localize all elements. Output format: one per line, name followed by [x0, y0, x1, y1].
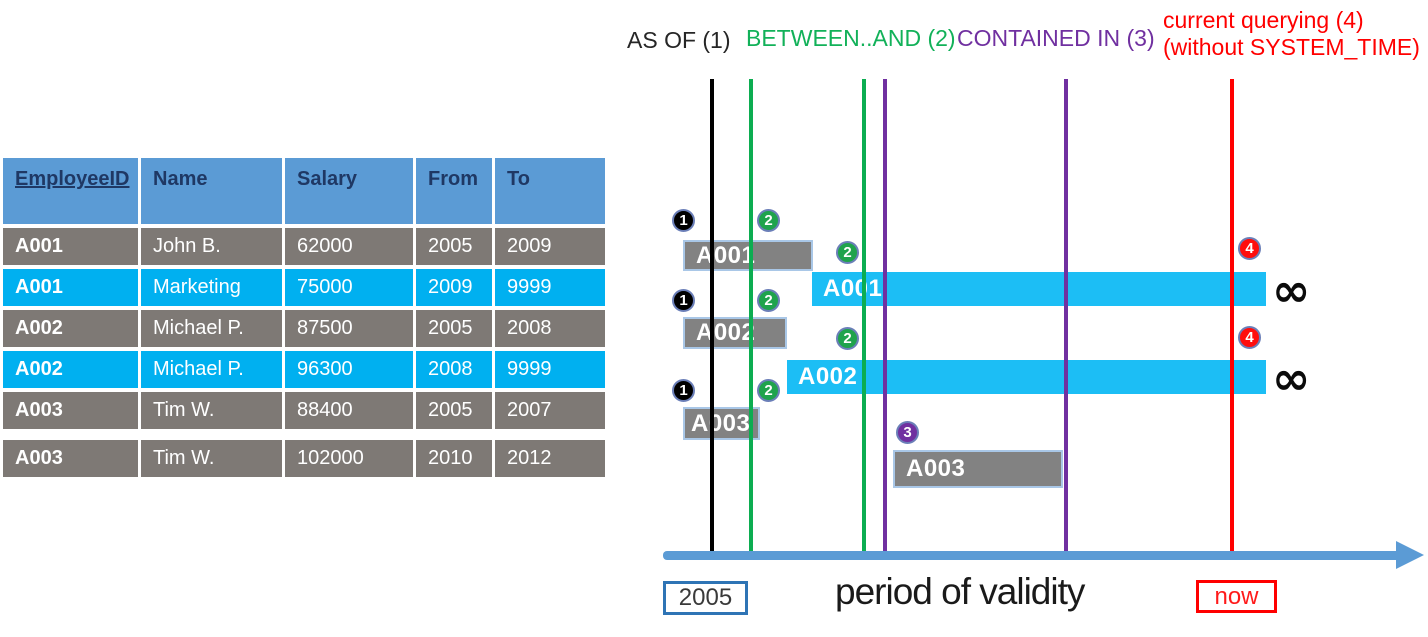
contained-end-line: [1064, 79, 1068, 558]
table-cell: 96300: [285, 351, 413, 388]
table-cell: A002: [3, 351, 138, 388]
bar-label: A003: [906, 455, 966, 482]
column-header-from: From: [416, 158, 492, 224]
as-of-line: [710, 79, 714, 558]
employee-table: EmployeeID Name Salary From To A001 John…: [3, 158, 605, 481]
table-cell: 75000: [285, 269, 413, 306]
badge-2-a003-history: 2: [757, 379, 780, 402]
badge-2-a002-history: 2: [757, 289, 780, 312]
table-cell: 2012: [495, 440, 605, 477]
table-cell: Michael P.: [141, 351, 282, 388]
contained-start-line: [883, 79, 887, 558]
table-cell: A001: [3, 228, 138, 265]
table-row: A003 Tim W. 88400 2005 2007: [3, 392, 605, 429]
badge-4-a001: 4: [1238, 237, 1261, 260]
table-cell: 9999: [495, 269, 605, 306]
bar-a002-history: A002: [683, 317, 787, 349]
table-cell: 2009: [416, 269, 492, 306]
table-cell: Michael P.: [141, 310, 282, 347]
table-cell: 2005: [416, 392, 492, 429]
badge-1-a001: 1: [672, 209, 695, 232]
bar-a002-current: A002: [787, 360, 1266, 394]
table-cell: 2005: [416, 228, 492, 265]
legend-as-of: AS OF (1): [627, 27, 731, 53]
column-header-to: To: [495, 158, 605, 224]
infinity-icon: ∞: [1272, 351, 1311, 405]
table-row-current: A002 Michael P. 96300 2008 9999: [3, 351, 605, 388]
bar-label: A002: [696, 319, 756, 346]
column-header-employeeid: EmployeeID: [3, 158, 138, 224]
table-cell: Tim W.: [141, 392, 282, 429]
legend-current-querying: current querying (4) (without SYSTEM_TIM…: [1163, 7, 1420, 60]
bar-label: A003: [691, 409, 751, 437]
badge-4-a002: 4: [1238, 326, 1261, 349]
table-cell: 2008: [416, 351, 492, 388]
table-cell: 2009: [495, 228, 605, 265]
bar-a001-history: A001: [683, 240, 813, 271]
table-cell: A003: [3, 392, 138, 429]
legend-between-and: BETWEEN..AND (2): [746, 25, 956, 51]
table-cell: John B.: [141, 228, 282, 265]
axis-now-marker: now: [1196, 580, 1277, 613]
axis-start-year: 2005: [663, 581, 748, 615]
table-header-row: EmployeeID Name Salary From To: [3, 158, 605, 224]
bar-label: A001: [823, 275, 883, 302]
between-end-line: [862, 79, 866, 558]
table-cell: 9999: [495, 351, 605, 388]
time-axis: [663, 551, 1400, 560]
table-row: A001 John B. 62000 2005 2009: [3, 228, 605, 265]
bar-label: A002: [798, 363, 858, 390]
legend-contained-in: CONTAINED IN (3): [957, 25, 1155, 51]
axis-title: period of validity: [835, 571, 1085, 612]
badge-2-a001-history: 2: [757, 209, 780, 232]
now-line: [1230, 79, 1234, 558]
column-header-name: Name: [141, 158, 282, 224]
table-row: A003 Tim W. 102000 2010 2012: [3, 440, 605, 477]
table-cell: 62000: [285, 228, 413, 265]
table-row: A002 Michael P. 87500 2005 2008: [3, 310, 605, 347]
bar-a003-history-1: A003: [683, 407, 760, 440]
table-cell: 2007: [495, 392, 605, 429]
bar-a001-current: A001: [812, 272, 1266, 306]
table-cell: A003: [3, 440, 138, 477]
bar-a003-history-2: A003: [893, 450, 1063, 488]
table-cell: 2005: [416, 310, 492, 347]
time-axis-arrowhead-icon: [1396, 541, 1424, 569]
badge-1-a003: 1: [672, 379, 695, 402]
bar-label: A001: [696, 241, 756, 269]
badge-2-a001-current: 2: [836, 241, 859, 264]
column-header-salary: Salary: [285, 158, 413, 224]
table-cell: 87500: [285, 310, 413, 347]
table-cell: 2010: [416, 440, 492, 477]
table-cell: A002: [3, 310, 138, 347]
table-body: A001 John B. 62000 2005 2009 A001 Market…: [3, 228, 605, 477]
badge-1-a002: 1: [672, 289, 695, 312]
table-cell: A001: [3, 269, 138, 306]
table-cell: 2008: [495, 310, 605, 347]
table-cell: 88400: [285, 392, 413, 429]
infinity-icon: ∞: [1272, 263, 1311, 317]
table-cell: Tim W.: [141, 440, 282, 477]
table-cell: 102000: [285, 440, 413, 477]
badge-3-a003: 3: [896, 421, 919, 444]
table-row-current: A001 Marketing 75000 2009 9999: [3, 269, 605, 306]
badge-2-a002-current: 2: [836, 327, 859, 350]
between-start-line: [749, 79, 753, 558]
table-cell: Marketing: [141, 269, 282, 306]
